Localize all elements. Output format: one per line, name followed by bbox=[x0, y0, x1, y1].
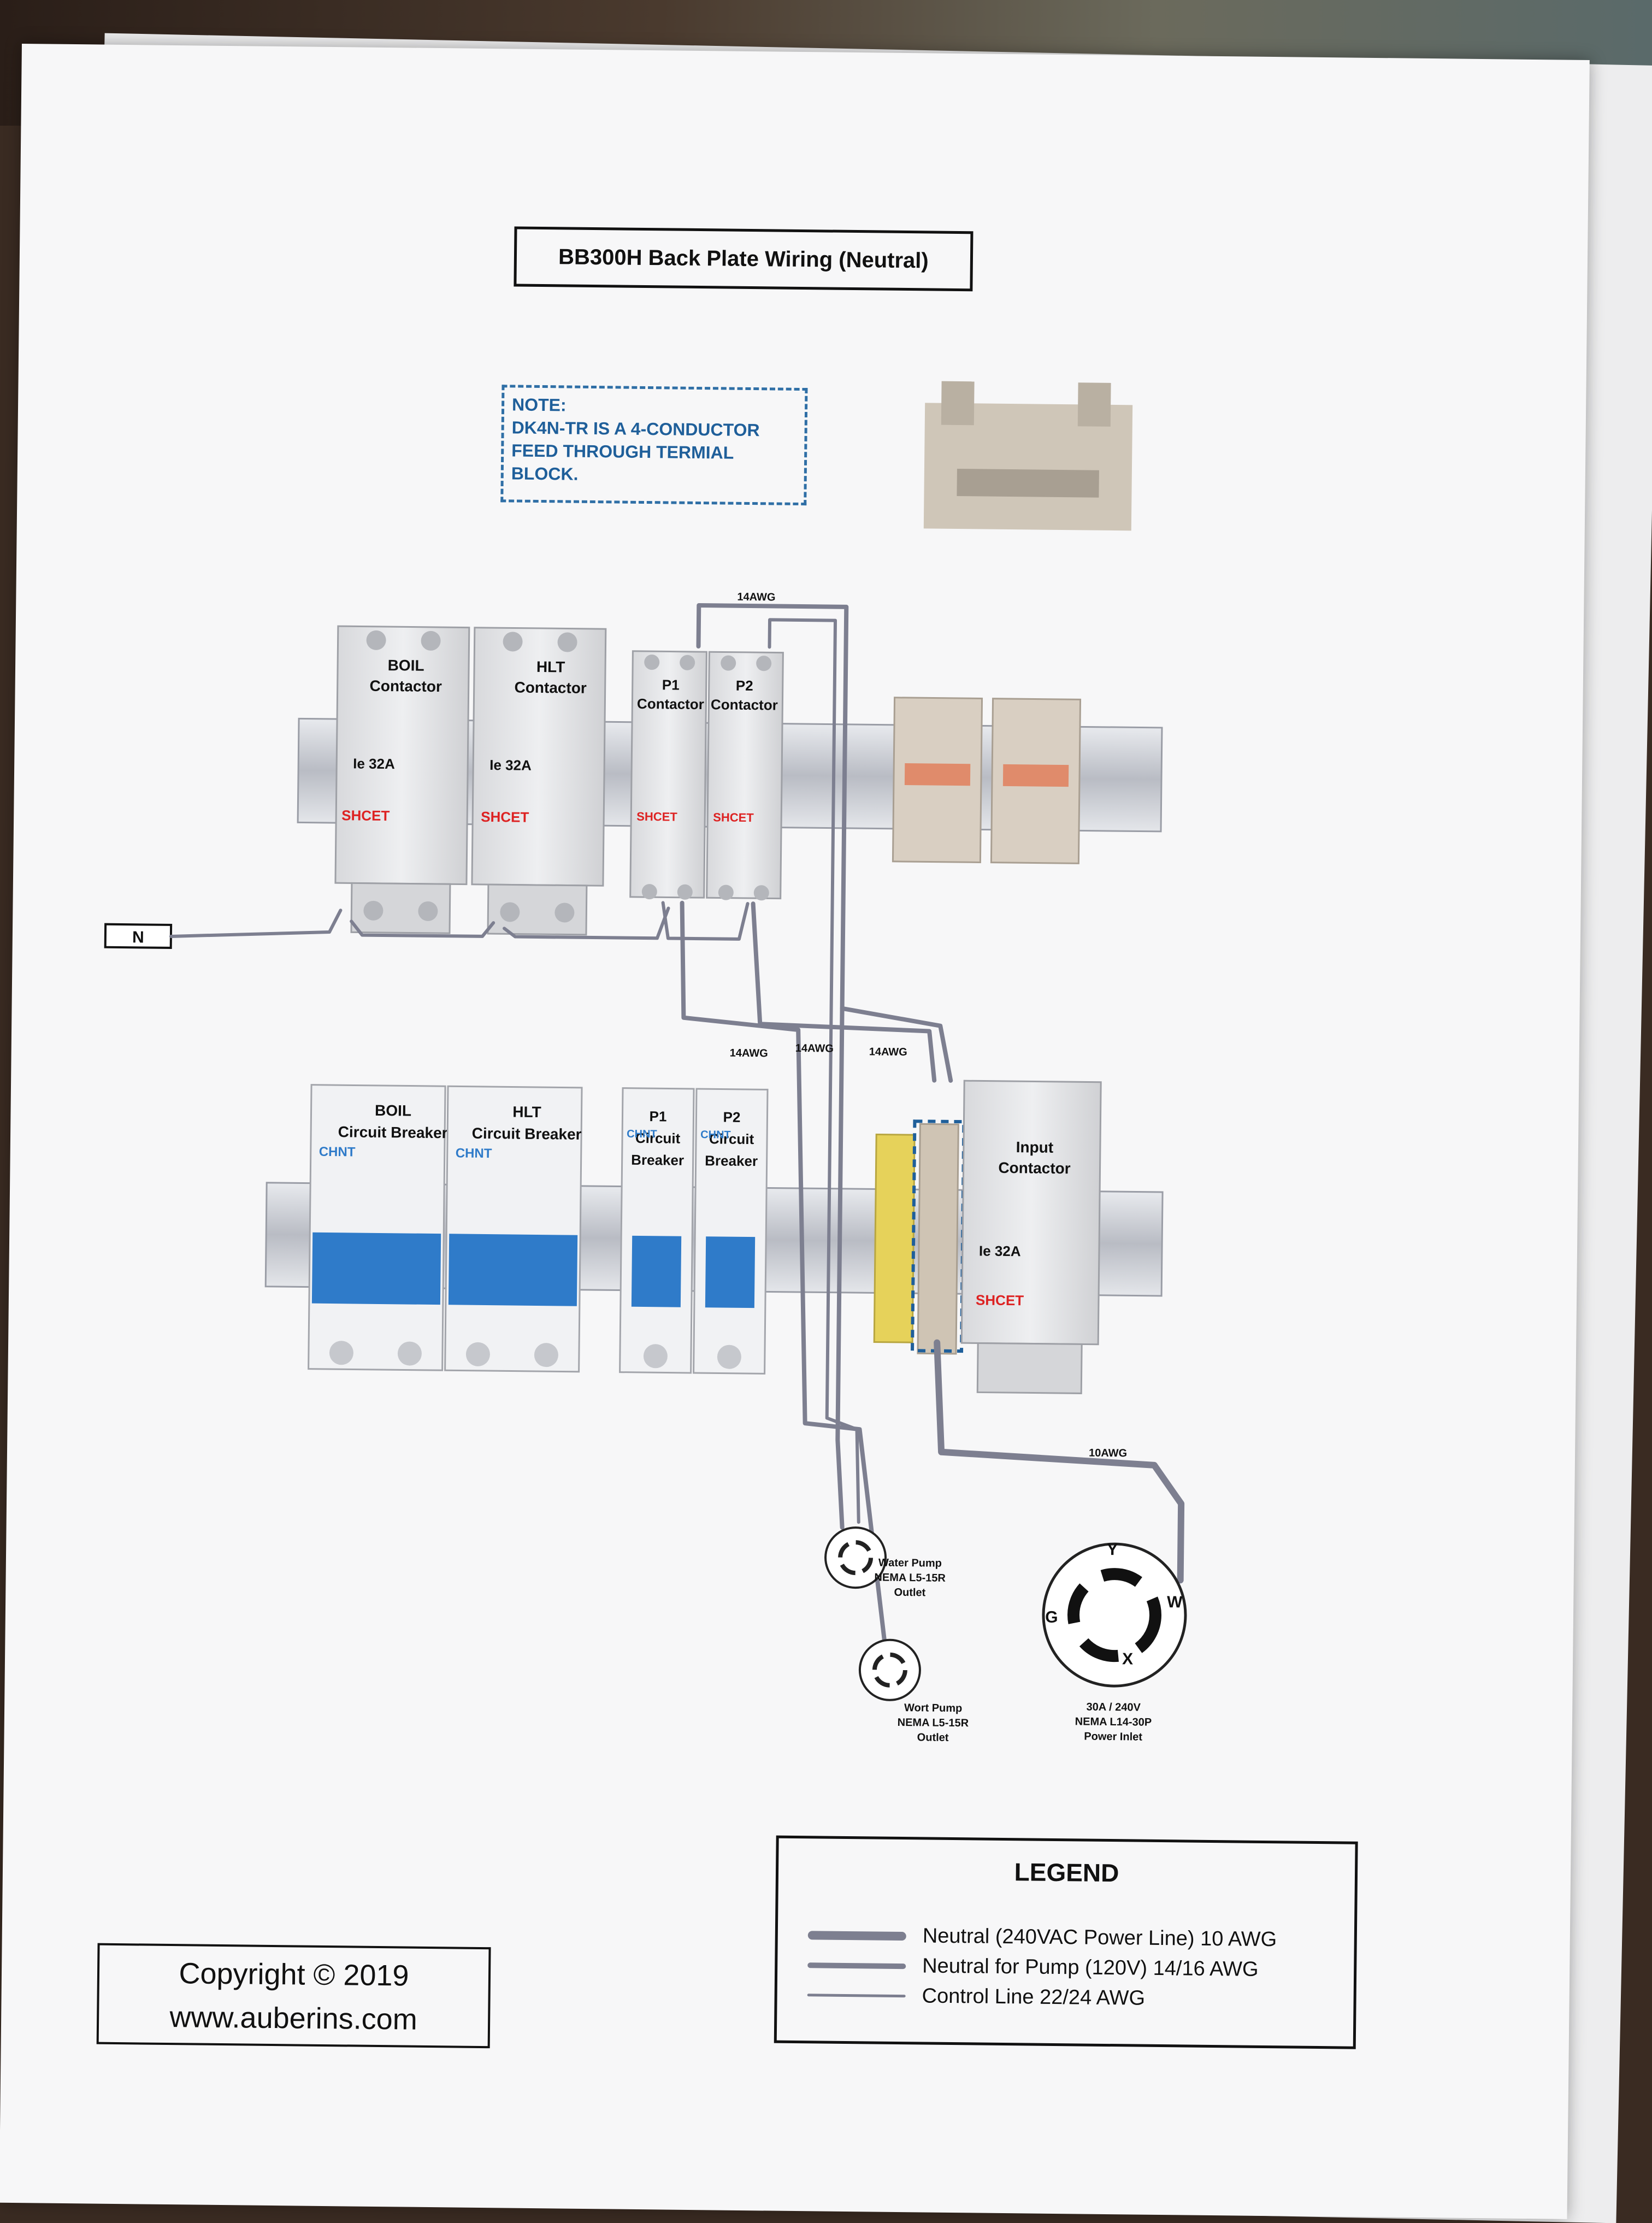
hlt-contactor-rating: Ie 32A bbox=[489, 757, 532, 774]
inlet-pin-y: Y bbox=[1107, 1541, 1118, 1559]
p1-p2-neutral-wire bbox=[661, 901, 750, 941]
boil-contactor-brand: SHCET bbox=[341, 807, 390, 824]
input-contactor-rating: Ie 32A bbox=[979, 1242, 1021, 1259]
p2-circuit-breaker: P2 Circuit Breaker CHNT bbox=[693, 1088, 769, 1375]
p2-contactor-label-2: Contactor bbox=[711, 696, 778, 713]
wire-label-c: 14AWG bbox=[869, 1046, 907, 1058]
legend-label: Neutral (240VAC Power Line) 10 AWG bbox=[922, 1924, 1277, 1951]
power-inlet-label: 30A / 240V bbox=[1086, 1701, 1141, 1714]
legend-title: LEGEND bbox=[1014, 1858, 1119, 1888]
p1-contactor-label: P1 bbox=[662, 676, 680, 693]
wort-pump-label-3: Outlet bbox=[917, 1731, 949, 1744]
hlt-contactor-label: HLT bbox=[536, 658, 565, 676]
legend-label: Control Line 22/24 AWG bbox=[922, 1984, 1146, 2010]
terminal-blocks-top bbox=[892, 697, 1082, 864]
copyright-box: Copyright © 2019 www.auberins.com bbox=[96, 1943, 491, 2049]
boil-contactor-label: BOIL bbox=[388, 657, 424, 674]
wiring-diagram: BOIL Contactor Ie 32A SHCET HLT Contacto… bbox=[104, 381, 1187, 1744]
copyright-line: Copyright © 2019 bbox=[179, 1957, 409, 1992]
legend-item: Control Line 22/24 AWG bbox=[807, 1983, 1145, 2010]
terminal-block-photo bbox=[923, 381, 1133, 531]
p2-top-loop-wire bbox=[768, 618, 860, 1524]
inlet-pin-g: G bbox=[1045, 1608, 1058, 1626]
hlt-contactor-brand: SHCET bbox=[481, 809, 529, 825]
p2-water-pump-wire bbox=[696, 603, 849, 1530]
power-inlet-label-3: Power Inlet bbox=[1084, 1731, 1142, 1743]
p1-wort-pump-wire bbox=[680, 900, 887, 1645]
neutral-terminal: N bbox=[104, 923, 173, 949]
legend-swatch-thick bbox=[807, 1930, 906, 1941]
hlt-breaker-label-2: Circuit Breaker bbox=[472, 1125, 582, 1143]
paper-sheet: BB300H Back Plate Wiring (Neutral) NOTE:… bbox=[0, 44, 1590, 2219]
p2-contactor: P2 Contactor SHCET bbox=[706, 651, 784, 901]
p1-contactor-label-2: Contactor bbox=[637, 695, 704, 712]
boil-contactor: BOIL Contactor Ie 32A SHCET bbox=[334, 625, 470, 934]
wort-pump-label: Wort Pump bbox=[904, 1702, 963, 1714]
hlt-breaker-label: HLT bbox=[512, 1104, 541, 1121]
water-pump-label-2: NEMA L5-15R bbox=[874, 1571, 946, 1584]
legend-label: Neutral for Pump (120V) 14/16 AWG bbox=[922, 1954, 1259, 1981]
p1-breaker-label-3: Breaker bbox=[631, 1152, 684, 1169]
p1-contactor-brand: SHCET bbox=[636, 810, 677, 824]
p1-breaker-label-2: Circuit bbox=[635, 1130, 681, 1147]
p1-breaker-label: P1 bbox=[649, 1108, 666, 1124]
copyright-url: www.auberins.com bbox=[169, 2001, 418, 2036]
input-contactor: Input Contactor Ie 32A SHCET bbox=[960, 1080, 1102, 1394]
water-pump-label: Water Pump bbox=[878, 1557, 942, 1570]
legend-item: Neutral (240VAC Power Line) 10 AWG bbox=[807, 1923, 1277, 1951]
inlet-pin-w: W bbox=[1167, 1593, 1183, 1611]
boil-hlt-neutral-wire bbox=[350, 919, 495, 938]
neutral-bus-wire bbox=[169, 909, 343, 938]
wire-label-main: 10AWG bbox=[1089, 1447, 1127, 1460]
boil-contactor-label-2: Contactor bbox=[369, 677, 442, 695]
legend-swatch-thin bbox=[807, 1994, 906, 1998]
hlt-p1-neutral-wire bbox=[503, 906, 670, 940]
boil-contactor-rating: Ie 32A bbox=[353, 755, 395, 772]
p2-contactor-brand: SHCET bbox=[713, 810, 754, 824]
p2-breaker-label-3: Breaker bbox=[705, 1152, 758, 1169]
p1-circuit-breaker: P1 Circuit Breaker CHNT bbox=[619, 1087, 695, 1374]
water-pump-label-3: Outlet bbox=[894, 1587, 925, 1599]
wire-label-b: 14AWG bbox=[795, 1042, 834, 1055]
legend-swatch-medium bbox=[807, 1962, 906, 1969]
hlt-contactor-label-2: Contactor bbox=[514, 679, 587, 697]
hlt-breaker-brand: CHNT bbox=[456, 1146, 492, 1161]
input-contactor-label-2: Contactor bbox=[998, 1159, 1071, 1177]
wires bbox=[169, 603, 1185, 1645]
water-pump-outlet: Water Pump NEMA L5-15R Outlet bbox=[824, 1526, 946, 1599]
input-contactor-brand: SHCET bbox=[976, 1292, 1024, 1308]
p2-breaker-label: P2 bbox=[723, 1109, 740, 1125]
wire-label-a: 14AWG bbox=[730, 1047, 768, 1060]
legend-item: Neutral for Pump (120V) 14/16 AWG bbox=[807, 1953, 1259, 1982]
wire-label-top: 14AWG bbox=[737, 591, 775, 604]
boil-breaker-label-2: Circuit Breaker bbox=[338, 1123, 448, 1141]
main-neutral-10awg-wire bbox=[934, 1339, 1185, 1584]
hlt-circuit-breaker: HLT Circuit Breaker CHNT bbox=[444, 1085, 583, 1373]
hlt-contactor: HLT Contactor Ie 32A SHCET bbox=[471, 627, 607, 936]
p2-breaker-brand: CHNT bbox=[700, 1129, 731, 1141]
wort-pump-outlet: Wort Pump NEMA L5-15R Outlet bbox=[858, 1638, 969, 1744]
legend-box: LEGEND Neutral (240VAC Power Line) 10 AW… bbox=[774, 1835, 1358, 2049]
p2-contactor-label: P2 bbox=[736, 677, 753, 694]
power-inlet-label-2: NEMA L14-30P bbox=[1075, 1715, 1152, 1728]
p1-contactor: P1 Contactor SHCET bbox=[629, 650, 707, 900]
p2-feedthrough-wire bbox=[751, 901, 937, 1083]
boil-breaker-label: BOIL bbox=[375, 1102, 411, 1119]
input-contactor-label: Input bbox=[1016, 1139, 1054, 1156]
feedthrough-top-wire bbox=[840, 1006, 953, 1083]
wort-pump-label-2: NEMA L5-15R bbox=[898, 1717, 969, 1729]
p2-breaker-label-2: Circuit bbox=[709, 1130, 754, 1147]
p1-breaker-brand: CHNT bbox=[627, 1128, 657, 1141]
feed-through-terminal bbox=[873, 1119, 966, 1355]
boil-circuit-breaker: BOIL Circuit Breaker CHNT bbox=[308, 1084, 448, 1371]
inlet-pin-x: X bbox=[1122, 1650, 1133, 1668]
power-inlet: Y G W X 30A / 240V NEMA L14-30P Power In… bbox=[1042, 1541, 1187, 1743]
boil-breaker-brand: CHNT bbox=[319, 1145, 356, 1160]
neutral-terminal-label: N bbox=[132, 928, 144, 946]
